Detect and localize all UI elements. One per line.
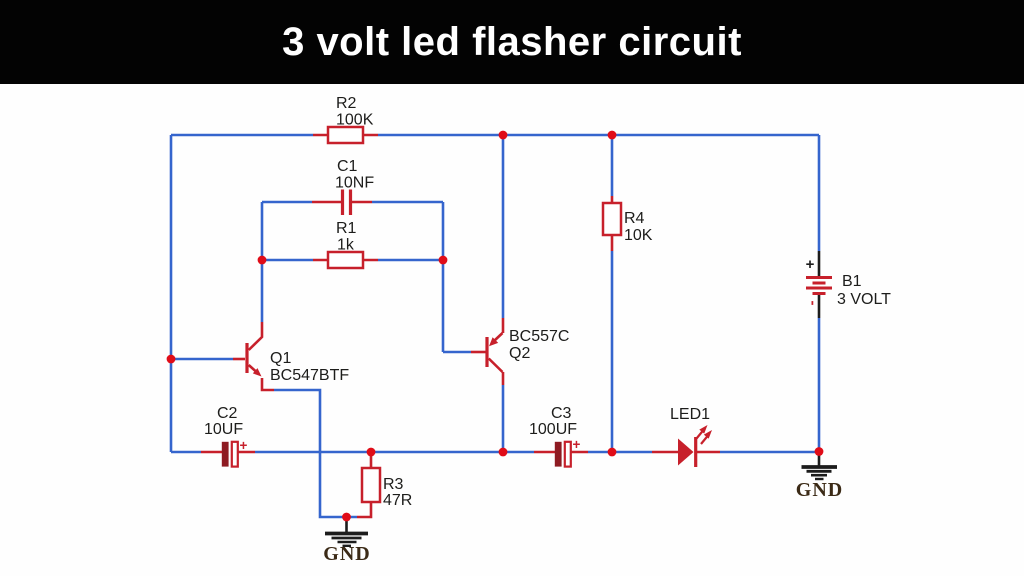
ground-symbol-left: GND — [323, 518, 370, 565]
junction-dot — [342, 512, 351, 522]
resistor-r1-value-label: 1k — [337, 237, 355, 254]
led-led1-triangle — [678, 438, 694, 466]
junction-dot — [498, 130, 508, 140]
transistor-q1-emitter-arrow — [252, 368, 262, 377]
ground-right-label: GND — [796, 479, 843, 501]
capacitor-c3-plus-sign: + — [573, 437, 581, 452]
battery-b1-minus-sign: - — [805, 301, 822, 306]
battery-b1-plates — [806, 276, 832, 295]
capacitor-c1-plates — [340, 189, 353, 215]
capacitor-c2-value-label: 10UF — [204, 421, 243, 438]
ground-symbol-right: GND — [796, 452, 843, 501]
resistor-r2-value-label: 100K — [336, 112, 374, 129]
component-leads — [201, 133, 720, 519]
transistor-q1-collector — [247, 322, 264, 351]
ground-left-label: GND — [323, 543, 370, 565]
resistor-r2-body — [326, 125, 365, 145]
transistor-q2-value-label: BC557C — [509, 328, 569, 345]
junction-dot — [166, 354, 176, 364]
battery-b1: + - B1 3 VOLT — [805, 251, 891, 318]
junction-dot — [607, 130, 617, 140]
resistor-r3-value-label: 47R — [383, 492, 412, 509]
resistor-r1-ref-label: R1 — [336, 220, 357, 237]
capacitor-c1-ref-label: C1 — [337, 158, 358, 175]
capacitor-c2-ref-label: C2 — [217, 405, 238, 422]
transistor-q1-ref-label: Q1 — [270, 350, 291, 367]
resistor-r3-ref-label: R3 — [383, 476, 404, 493]
junction-dot — [607, 447, 617, 457]
resistor-r2: R2 100K — [326, 95, 374, 145]
junction-dot — [366, 447, 376, 457]
resistor-r1-body — [326, 250, 365, 270]
resistor-r4: R4 10K — [601, 201, 653, 244]
battery-b1-ref-label: B1 — [842, 273, 862, 290]
resistor-r4-body — [601, 201, 623, 237]
resistor-r4-value-label: 10K — [624, 227, 653, 244]
capacitor-c3-value-label: 100UF — [529, 421, 577, 438]
resistor-r4-ref-label: R4 — [624, 210, 645, 227]
capacitor-c1-value-label: 10NF — [335, 175, 374, 192]
junction-dot — [814, 447, 824, 456]
resistor-r3-body — [360, 466, 382, 504]
battery-b1-value-label: 3 VOLT — [837, 291, 891, 308]
capacitor-c3-plate-positive — [563, 440, 572, 468]
capacitor-c2: + C2 10UF — [204, 405, 248, 468]
resistor-r2-ref-label: R2 — [336, 95, 357, 112]
capacitor-c3-ref-label: C3 — [551, 405, 572, 422]
capacitor-c1: C1 10NF — [335, 158, 374, 215]
title-bar: 3 volt led flasher circuit — [0, 0, 1024, 84]
junction-dot — [438, 255, 448, 265]
resistor-r1: R1 1k — [326, 220, 365, 270]
junction-dot — [257, 255, 267, 265]
transistor-q2-emitter — [493, 318, 505, 342]
junction-dots — [166, 130, 824, 522]
transistor-q2-emitter-arrow — [489, 337, 499, 347]
led-led1: LED1 — [670, 406, 712, 467]
transistor-q2-ref-label: Q2 — [509, 345, 530, 362]
transistor-q2-collector — [487, 357, 505, 385]
circuit-wires — [169, 133, 821, 519]
led-led1-emission-arrow-1-head — [699, 425, 708, 434]
transistor-q1: Q1 BC547BTF — [245, 322, 349, 392]
capacitor-c3-plate-negative — [554, 441, 562, 467]
resistor-r3: R3 47R — [360, 466, 412, 509]
capacitor-c2-plate-negative — [221, 441, 229, 467]
page-title: 3 volt led flasher circuit — [282, 19, 742, 64]
capacitor-c3: + C3 100UF — [529, 405, 581, 468]
junction-dot — [498, 447, 508, 457]
capacitor-c2-plus-sign: + — [240, 438, 248, 453]
led-led1-ref-label: LED1 — [670, 406, 710, 423]
capacitor-c2-plate-positive — [230, 440, 239, 468]
transistor-q1-value-label: BC547BTF — [270, 367, 349, 384]
battery-b1-plus-sign: + — [806, 256, 815, 273]
led-led1-emission-arrow-2-head — [703, 430, 712, 439]
transistor-q2: BC557C Q2 — [485, 318, 569, 385]
wire-q1-emitter-run — [274, 388, 357, 519]
